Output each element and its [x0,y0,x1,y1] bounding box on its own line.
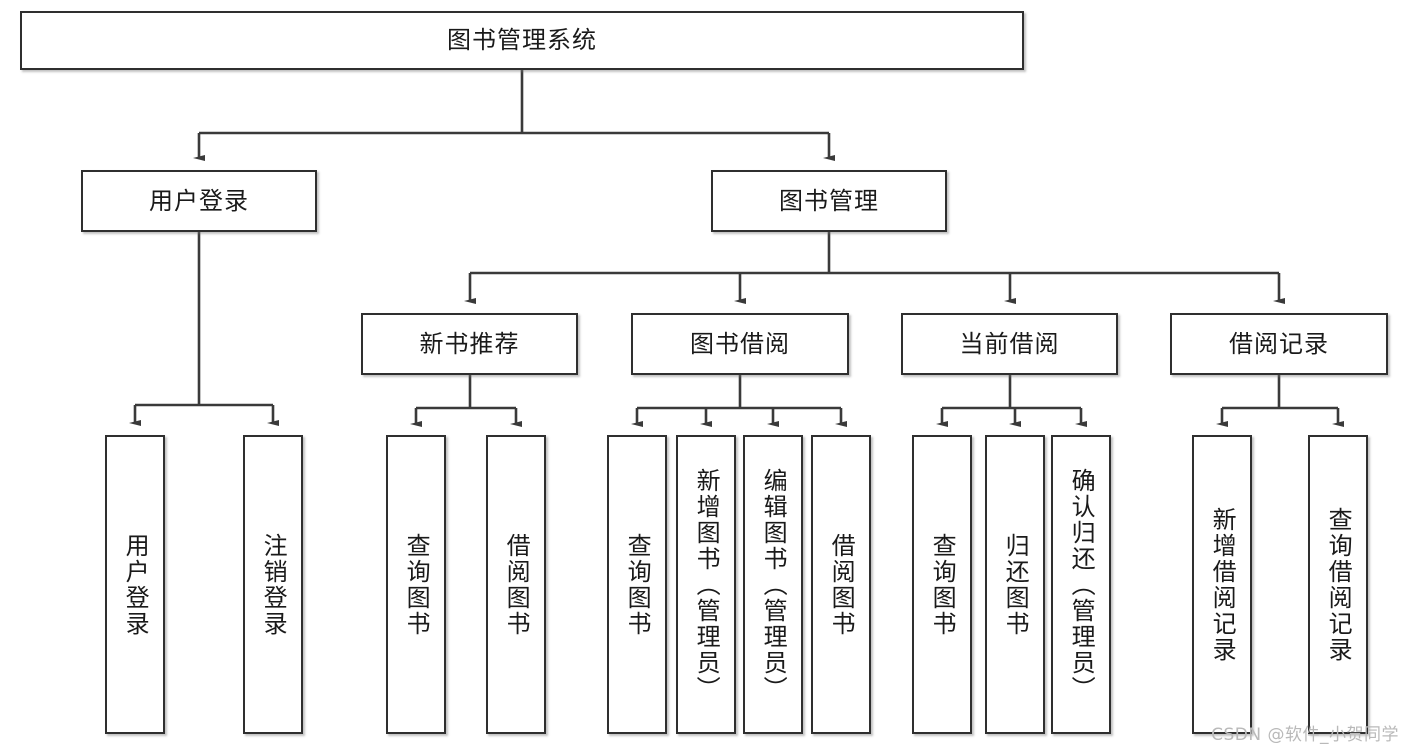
node-new-book-rec-label: 新书推荐 [419,329,520,358]
node-user-login[interactable]: 用户登录 [81,170,317,232]
node-current-borrow-label: 当前借阅 [959,329,1060,358]
leaf-user-login[interactable]: 用户登录 [105,435,165,734]
leaf-borrow-book-b[interactable]: 借阅图书 [811,435,871,734]
node-borrow-record[interactable]: 借阅记录 [1170,313,1388,375]
leaf-confirm-return[interactable]: 确认归还（管理员） [1051,435,1111,734]
node-root[interactable]: 图书管理系统 [20,11,1024,70]
leaf-query-book-b-label: 查询图书 [623,532,652,637]
leaf-user-logout[interactable]: 注销登录 [243,435,303,734]
node-user-login-label: 用户登录 [149,186,249,215]
leaf-query-book-b[interactable]: 查询图书 [607,435,667,734]
node-book-manage-label: 图书管理 [779,186,879,215]
leaf-return-book-label: 归还图书 [1001,532,1030,637]
leaf-return-book[interactable]: 归还图书 [985,435,1045,734]
node-current-borrow[interactable]: 当前借阅 [901,313,1118,375]
leaf-query-book-rec-label: 查询图书 [402,532,431,637]
leaf-add-book-label: 新增图书（管理员） [692,467,721,702]
leaf-borrow-book-rec-label: 借阅图书 [502,532,531,637]
csdn-watermark: CSDN @软件_小贺同学 [1211,725,1399,745]
node-book-manage[interactable]: 图书管理 [711,170,947,232]
leaf-edit-book[interactable]: 编辑图书（管理员） [743,435,803,734]
leaf-add-record-label: 新增借阅记录 [1208,506,1237,663]
node-book-borrow[interactable]: 图书借阅 [631,313,849,375]
node-book-borrow-label: 图书借阅 [690,329,790,358]
leaf-user-login-label: 用户登录 [121,532,150,637]
node-root-label: 图书管理系统 [447,26,597,55]
leaf-query-book-c[interactable]: 查询图书 [912,435,972,734]
leaf-edit-book-label: 编辑图书（管理员） [759,467,788,702]
leaf-add-book[interactable]: 新增图书（管理员） [676,435,736,734]
leaf-query-book-c-label: 查询图书 [928,532,957,637]
node-borrow-record-label: 借阅记录 [1229,329,1329,358]
leaf-query-record[interactable]: 查询借阅记录 [1308,435,1368,734]
leaf-borrow-book-rec[interactable]: 借阅图书 [486,435,546,734]
leaf-user-logout-label: 注销登录 [259,532,288,637]
leaf-add-record[interactable]: 新增借阅记录 [1192,435,1252,734]
leaf-query-book-rec[interactable]: 查询图书 [386,435,446,734]
leaf-query-record-label: 查询借阅记录 [1324,506,1353,663]
leaf-confirm-return-label: 确认归还（管理员） [1067,467,1096,702]
leaf-borrow-book-b-label: 借阅图书 [827,532,856,637]
node-new-book-rec[interactable]: 新书推荐 [361,313,578,375]
